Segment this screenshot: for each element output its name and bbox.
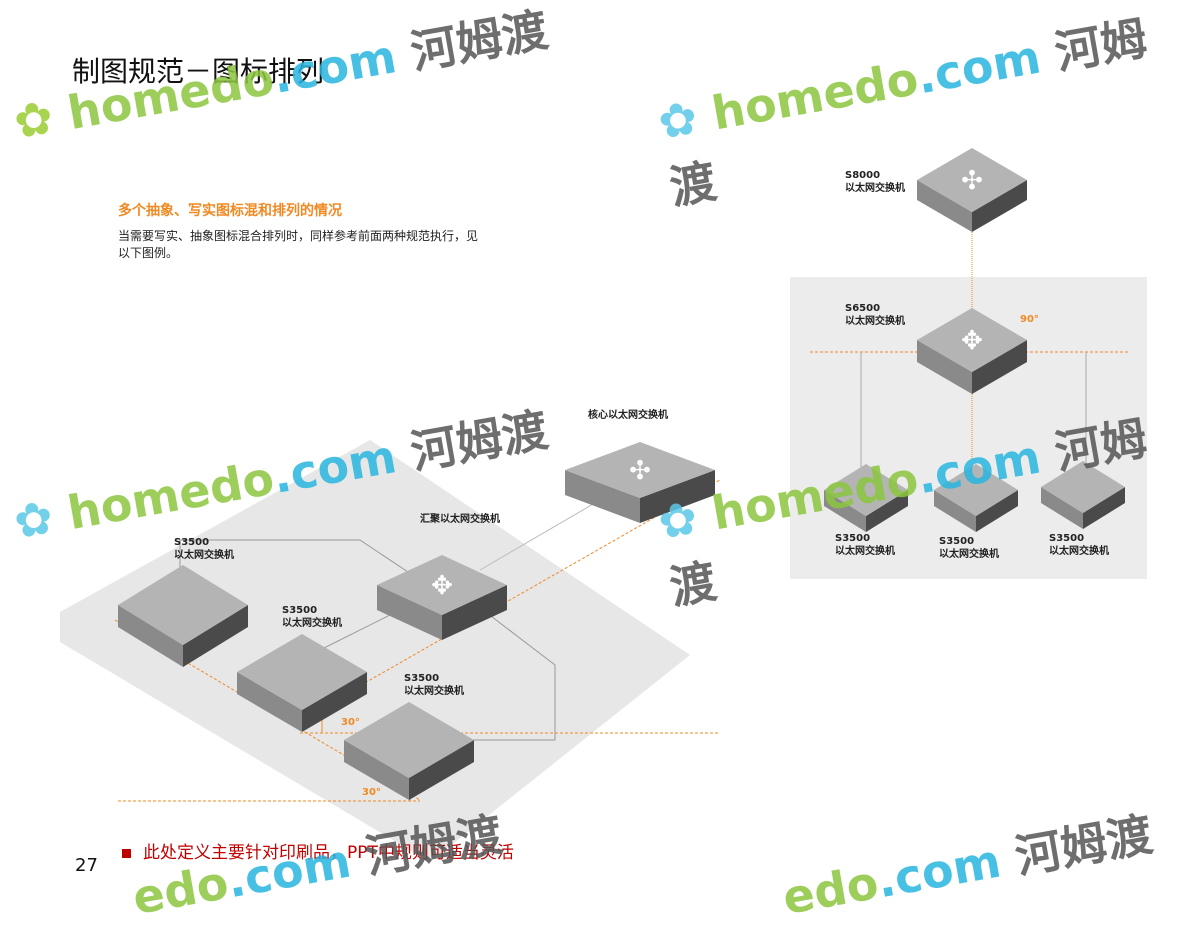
- converge-arrows-icon: ✥: [961, 326, 983, 356]
- access-switch-2-name: 以太网交换机: [282, 616, 342, 629]
- access-switch-2: [237, 634, 367, 732]
- access-switch-3-model: S3500: [404, 673, 439, 684]
- s8000-name: 以太网交换机: [845, 181, 905, 194]
- network-diagrams: ✣ ✥ ✣ ✥ 核心以太网交换机 汇聚以太网交换机 S3500 以太网交换机 S350…: [60, 148, 1147, 862]
- s8000-switch: ✣: [917, 148, 1027, 232]
- angle-label-1: 30°: [341, 717, 360, 728]
- page-number: 27: [75, 855, 98, 876]
- footnote-text: 此处定义主要针对印刷品，PPT中规则可适当灵活: [143, 843, 514, 863]
- s6500-switch: ✥: [917, 308, 1027, 394]
- s6500-name: 以太网交换机: [845, 314, 905, 327]
- access-switch-1-model: S3500: [174, 537, 209, 548]
- access-switch-2-model: S3500: [282, 605, 317, 616]
- left-diagram-plane: [60, 440, 690, 862]
- right-access-1-name: 以太网交换机: [835, 544, 895, 557]
- right-access-2-model: S3500: [939, 536, 974, 547]
- router-arrows-icon: ✣: [961, 166, 983, 196]
- right-access-switch-3: [1041, 461, 1125, 529]
- core-switch: ✣: [565, 442, 715, 523]
- access-switch-3-name: 以太网交换机: [404, 684, 464, 697]
- aggregation-switch: ✥: [377, 555, 507, 640]
- access-switch-1: [118, 565, 248, 667]
- slide-title: 制图规范－图标排列: [72, 55, 325, 88]
- access-switch-3: [344, 702, 474, 800]
- right-angle-label: 90°: [1020, 314, 1039, 325]
- right-access-3-name: 以太网交换机: [1049, 544, 1109, 557]
- right-access-1-model: S3500: [835, 533, 870, 544]
- s8000-model: S8000: [845, 170, 880, 181]
- right-access-switch-2: [934, 464, 1018, 532]
- s6500-model: S6500: [845, 303, 880, 314]
- converge-arrows-icon: ✥: [431, 571, 453, 601]
- right-access-2-name: 以太网交换机: [939, 547, 999, 560]
- bullet-square-icon: [122, 848, 131, 858]
- router-arrows-icon: ✣: [629, 456, 651, 486]
- access-switch-1-name: 以太网交换机: [174, 548, 234, 561]
- right-access-switch-1: [824, 464, 908, 532]
- footnote: 此处定义主要针对印刷品，PPT中规则可适当灵活: [122, 838, 514, 863]
- agg-switch-label: 汇聚以太网交换机: [420, 512, 500, 525]
- section-subheading: 多个抽象、写实图标混和排列的情况: [118, 203, 342, 219]
- core-switch-label: 核心以太网交换机: [588, 408, 668, 421]
- angle-label-2: 30°: [362, 787, 381, 798]
- right-access-3-model: S3500: [1049, 533, 1084, 544]
- section-description: 当需要写实、抽象图标混合排列时，同样参考前面两种规范执行，见以下图例。: [118, 229, 479, 260]
